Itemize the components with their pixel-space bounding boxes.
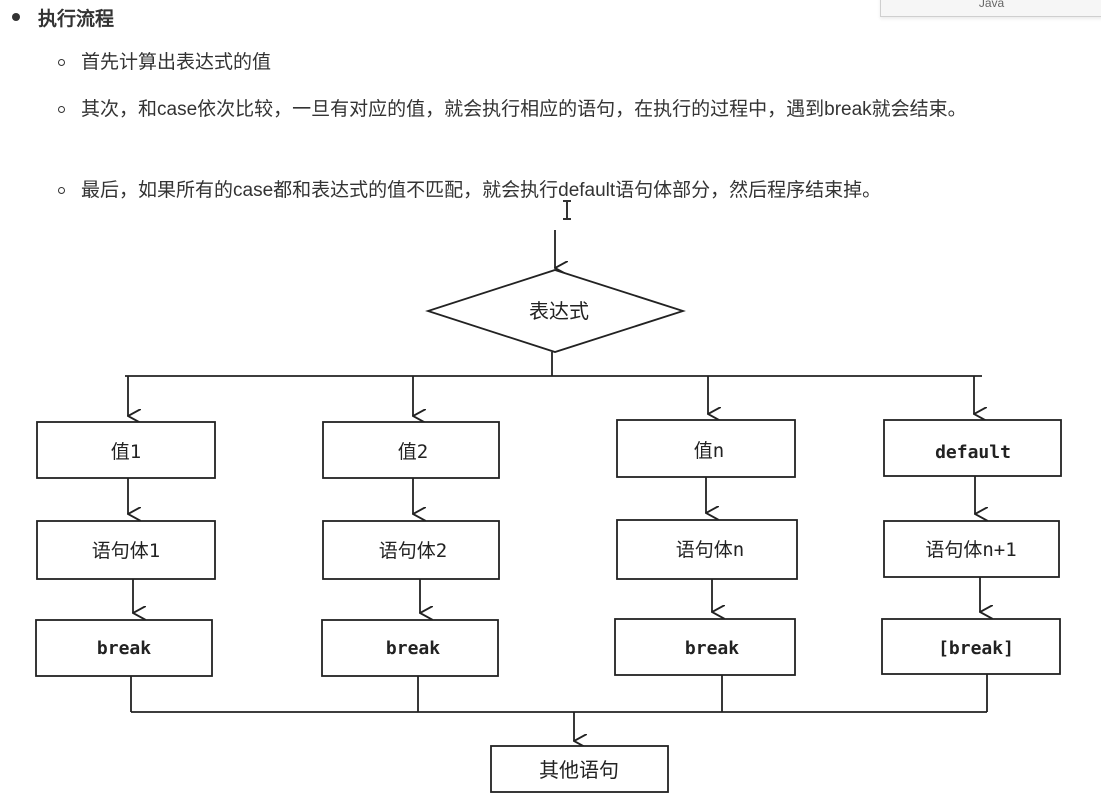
case-box <box>616 419 796 478</box>
break-box <box>614 618 796 676</box>
expression-label: 表达式 <box>529 299 589 323</box>
body-label: 语句体n+1 <box>925 539 1016 561</box>
expression-diamond <box>425 269 686 353</box>
body-label: 语句体2 <box>379 540 447 562</box>
section-title: 执行流程 <box>38 8 115 30</box>
break-box <box>881 618 1061 675</box>
list-item: 最后，如果所有的case都和表达式的值不匹配，就会执行default语句体部分，… <box>58 174 1093 208</box>
bullet-circle-icon <box>58 59 65 66</box>
case-box <box>322 421 500 479</box>
body-box <box>322 520 500 580</box>
case-box <box>883 419 1062 477</box>
body-label: 语句体1 <box>92 540 160 562</box>
case-label: 值1 <box>111 441 141 463</box>
editor-tab[interactable]: Java <box>880 0 1101 17</box>
end-label: 其他语句 <box>539 758 619 782</box>
list-item: 其次，和case依次比较，一旦有对应的值，就会执行相应的语句，在执行的过程中，遇… <box>58 93 1093 127</box>
break-label: break <box>685 638 739 659</box>
list-item: 首先计算出表达式的值 <box>58 46 1093 80</box>
list-item-text: 首先计算出表达式的值 <box>81 52 272 73</box>
list-item-text: 其次，和case依次比较，一旦有对应的值，就会执行相应的语句，在执行的过程中，遇… <box>81 99 967 120</box>
break-label: break <box>386 638 440 659</box>
bullet-dot-icon <box>12 13 20 21</box>
body-box <box>36 520 216 580</box>
body-box <box>616 519 798 580</box>
list-item-text: 最后，如果所有的case都和表达式的值不匹配，就会执行default语句体部分，… <box>81 180 882 201</box>
case-box <box>36 421 216 479</box>
break-label: [break] <box>938 638 1014 659</box>
break-label: break <box>97 638 151 659</box>
body-box <box>883 520 1060 578</box>
body-label: 语句体n <box>676 539 744 561</box>
bullet-circle-icon <box>58 187 65 194</box>
case-label: default <box>935 442 1011 463</box>
case-label: 值n <box>694 440 724 462</box>
bullet-circle-icon <box>58 106 65 113</box>
text-cursor-icon <box>563 200 571 220</box>
case-label: 值2 <box>398 441 428 463</box>
end-box <box>490 745 669 793</box>
section-heading: 执行流程 <box>0 2 114 32</box>
break-box <box>35 619 213 677</box>
break-box <box>321 619 499 677</box>
